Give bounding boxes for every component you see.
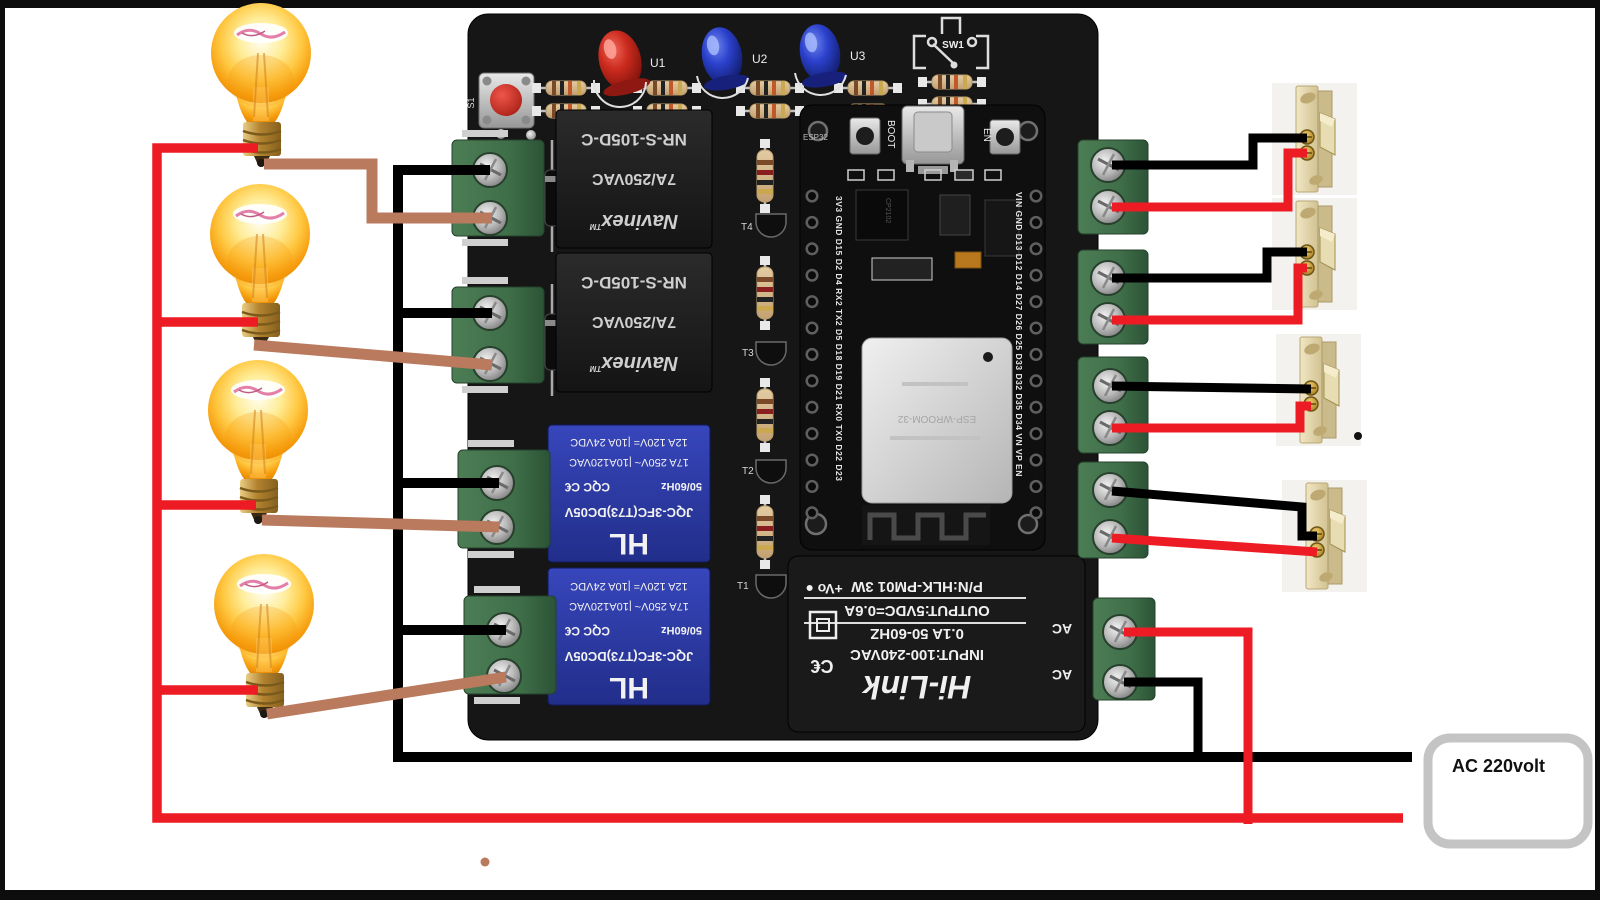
esp32-silk-label: ESP32 <box>803 133 828 142</box>
relay-black-2: NavinexTM 7A/250VAC NR-S-105D-C <box>555 252 713 393</box>
relay-brand: HL <box>609 671 649 704</box>
hilink-vo-label: +Vo ● <box>805 581 842 597</box>
en-label: EN <box>981 128 992 142</box>
relay-model: NR-S-105D-C <box>581 273 687 292</box>
relay-rating-ac: 17A 250V~ |10A120VAC <box>569 456 689 468</box>
esp32-board: ESP32 BOOT EN <box>799 104 1046 551</box>
relay-rating: 7A/250VAC <box>591 313 676 330</box>
stray-dot-brown <box>480 857 490 867</box>
usb-port <box>901 105 965 174</box>
relay-tm: TM <box>590 364 602 373</box>
hilink-ce-mark: C€ <box>810 656 833 676</box>
relay-freq: 50/60Hz <box>661 624 702 636</box>
boot-label: BOOT <box>885 120 896 148</box>
transistor-t4-label: T4 <box>741 222 753 233</box>
terminal-block-right-2 <box>1077 249 1149 345</box>
pin-header-holes <box>805 189 1043 545</box>
terminal-block-right-1 <box>1077 139 1149 235</box>
boot-button[interactable] <box>849 117 881 155</box>
terminal-block-right-3 <box>1077 356 1149 454</box>
wire-red <box>1111 148 1318 824</box>
hilink-part: P/N:HLK-PM01 3W <box>850 578 983 595</box>
transistor-t1-label: T1 <box>737 581 749 592</box>
terminal-block-ac <box>1092 597 1156 701</box>
relay-rating: 7A/250VAC <box>591 170 676 187</box>
en-button[interactable] <box>989 119 1021 155</box>
relay-freq: 50/60Hz <box>661 480 702 492</box>
relay-black-1: NavinexTM 7A/250VAC NR-S-105D-C <box>555 109 713 249</box>
wire-live-bus <box>152 143 1403 823</box>
relay-certs: CQC C€ <box>564 624 610 638</box>
led-u3-label: U3 <box>850 49 866 63</box>
esp32-left-pin-labels: 3V3 GND D15 D2 D4 RX2 TX2 D5 D18 D19 D21… <box>834 196 844 481</box>
relay-certs: CQC C€ <box>564 480 610 494</box>
relay-brand: HL <box>609 527 649 560</box>
ac-pad-label-bottom: AC <box>1052 667 1072 683</box>
hilink-input: INPUT:100-240VAC <box>850 646 984 663</box>
button-label: S1 <box>466 97 476 108</box>
relay-model: NR-S-105D-C <box>581 130 687 149</box>
stray-dot-black <box>1354 432 1362 440</box>
usb-chip-label: CP2102 <box>884 198 891 223</box>
transistor-t3-label: T3 <box>742 348 754 359</box>
led-u2-label: U2 <box>752 52 768 66</box>
relay-blue-1: HL JQC-3FC(T73)DC05V 50/60Hz CQC C€ 17A … <box>547 424 711 563</box>
relay-model: JQC-3FC(T73)DC05V <box>564 505 693 520</box>
terminal-block-right-4 <box>1077 461 1149 559</box>
ac-source-box: AC 220volt <box>1423 733 1593 849</box>
ac-source-label: AC 220volt <box>1452 756 1545 776</box>
terminal-block-left-1 <box>451 130 545 246</box>
terminal-block-left-2 <box>451 277 545 393</box>
wire-black <box>1111 133 1317 762</box>
antenna-trace <box>862 505 990 545</box>
transistor-t2-label: T2 <box>742 466 754 477</box>
light-bulb-1 <box>209 1 313 169</box>
hilink-output: OUTPUT:5VDC=0.6A <box>844 602 990 619</box>
led-u2 <box>701 27 750 91</box>
relay-rating-ac: 17A 250V~ |10A120VAC <box>569 600 689 612</box>
relay-blue-2: HL JQC-3FC(T73)DC05V 50/60Hz CQC C€ 17A … <box>547 567 711 706</box>
led-u3 <box>799 24 848 88</box>
relay-tm: TM <box>590 222 602 231</box>
relay-rating-dc: 12A 120V= |10A 24VDC <box>570 436 688 448</box>
shield-marking: ESP-WROOM-32 <box>897 413 976 424</box>
pcb-board: S1 U1 U2 <box>451 13 1156 741</box>
sw1-silkscreen <box>912 16 990 70</box>
led-u1 <box>598 30 651 97</box>
ac-pad-label-top: AC <box>1052 621 1072 637</box>
terminal-block-left-4 <box>463 586 557 704</box>
usb-uart-chip: CP2102 <box>855 189 909 241</box>
relay-model: JQC-3FC(T73)DC05V <box>564 649 693 664</box>
class2-insulation-icon <box>808 610 838 640</box>
esp32-right-pin-labels: VIN GND D13 D12 D14 D27 D26 D25 D33 D32 … <box>1014 192 1024 477</box>
light-bulb-3 <box>206 358 310 526</box>
wire-brown <box>253 158 507 720</box>
push-button-s1[interactable]: S1 <box>466 72 535 129</box>
svg-text:NavinexTM: NavinexTM <box>590 352 679 374</box>
esp-wroom-shield: ESP-WROOM-32 <box>861 337 1013 504</box>
svg-text:NavinexTM: NavinexTM <box>590 210 679 232</box>
wire-neutral-bus <box>393 165 1412 762</box>
terminal-block-left-3 <box>457 440 551 558</box>
wall-switch-4[interactable] <box>1281 479 1368 593</box>
hilink-module: Hi-Link INPUT:100-240VAC 0.1A 50-60HZ OU… <box>787 555 1086 733</box>
hilink-brand: Hi-Link <box>861 669 972 705</box>
relay-brand: Navinex <box>601 352 679 374</box>
hilink-current: 0.1A 50-60HZ <box>870 625 964 642</box>
relay-rating-dc: 12A 120V= |10A 24VDC <box>570 580 688 592</box>
relay-brand: Navinex <box>601 210 679 232</box>
sw1-label: SW1 <box>942 40 964 51</box>
led-u1-label: U1 <box>650 56 666 70</box>
